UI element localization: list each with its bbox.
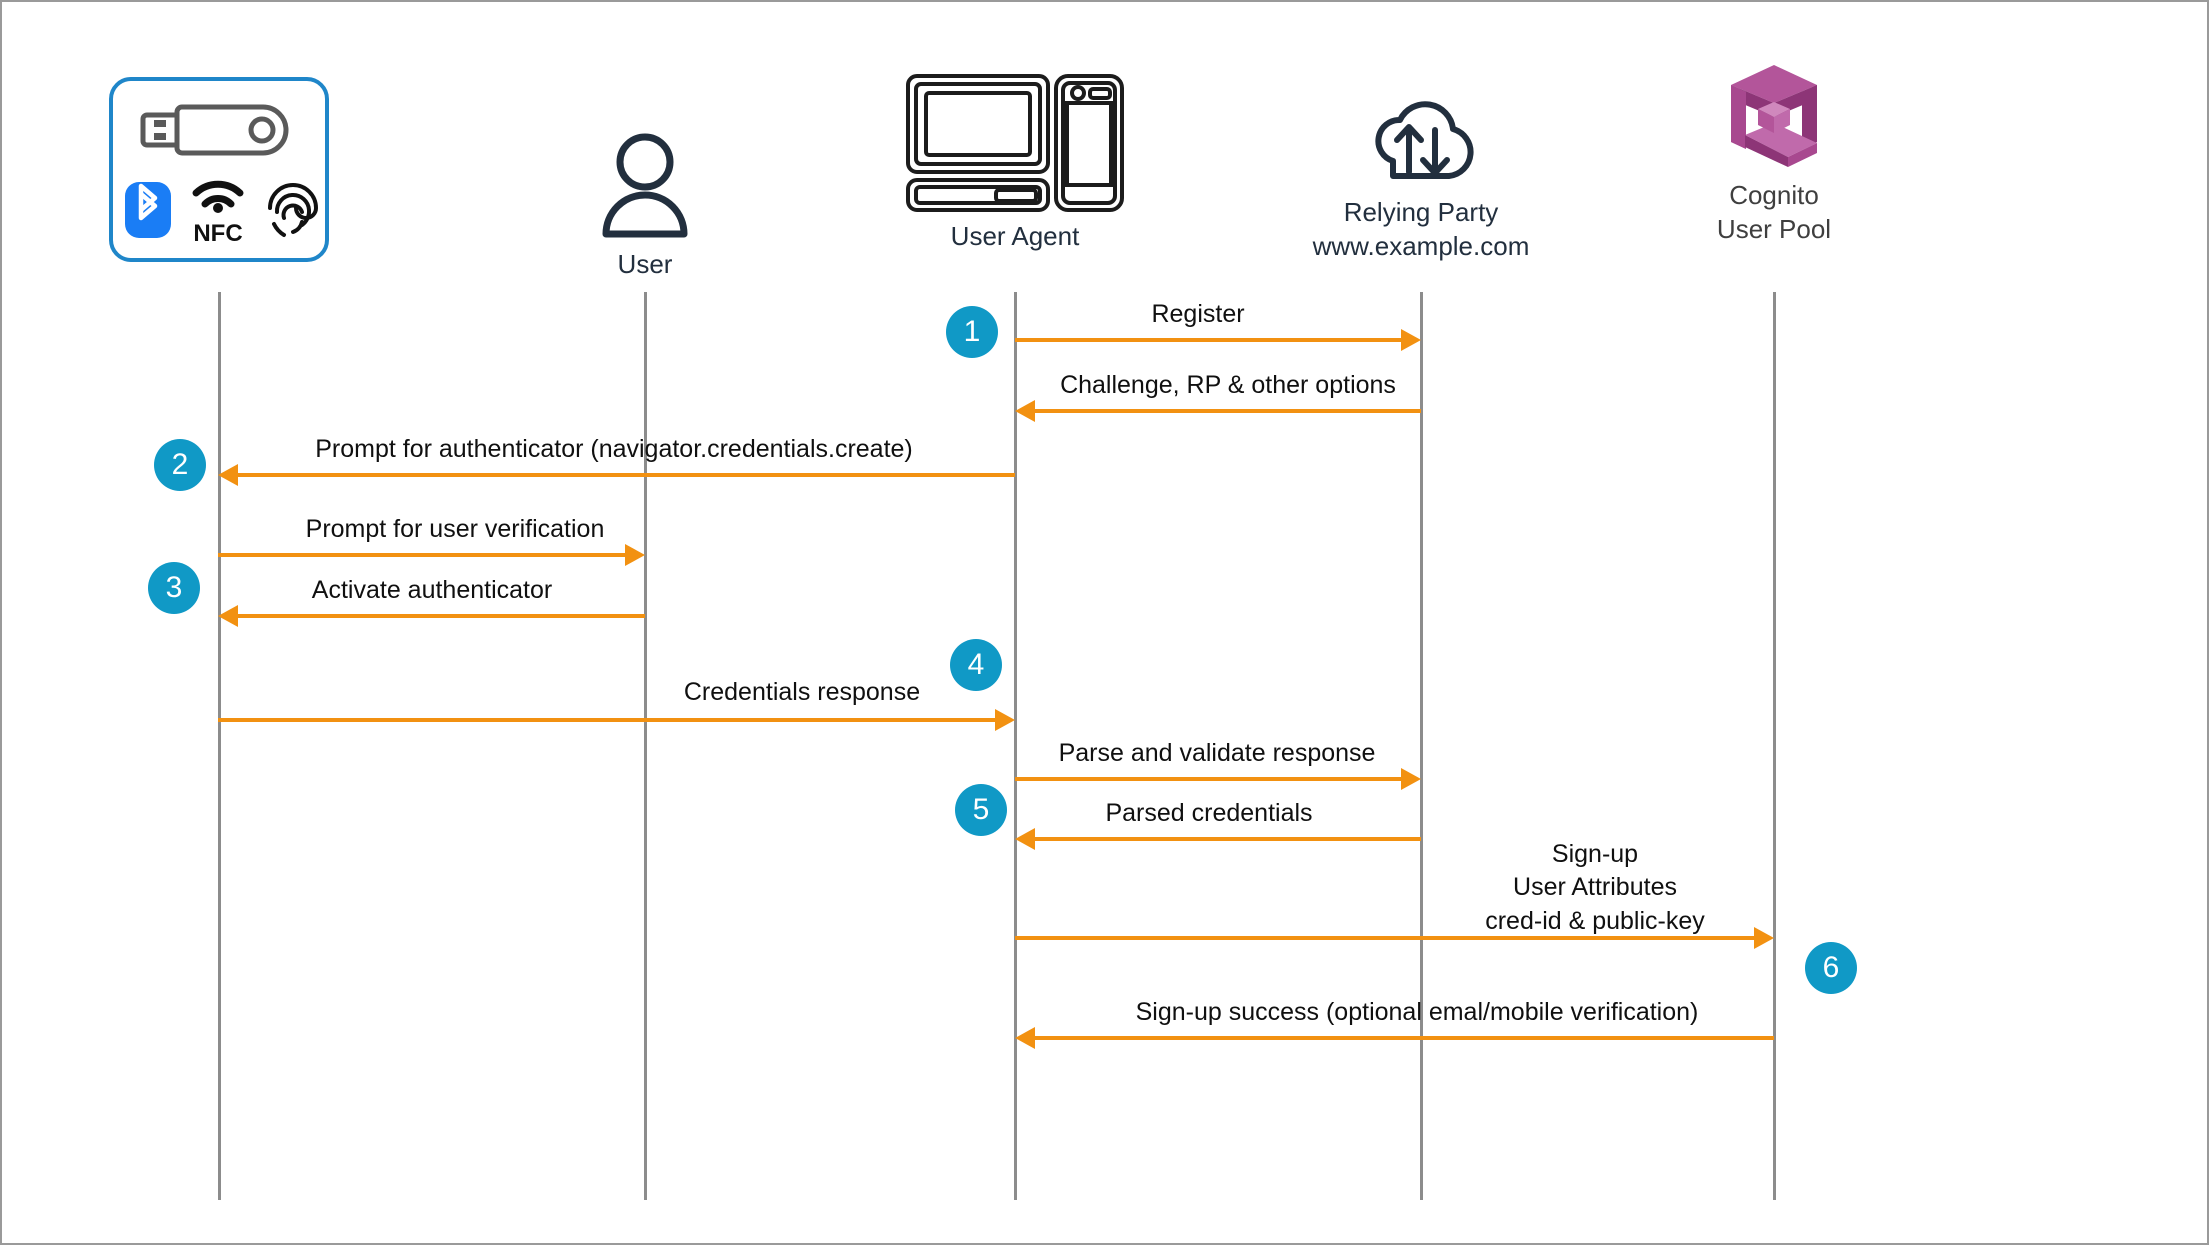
authenticator-device-card: NFC (109, 77, 329, 262)
actor-cognito-label: Cognito User Pool (1716, 180, 1832, 245)
actor-relying-party-label: Relying Party www.example.com (1312, 197, 1530, 262)
message-label-parsed-credentials: Parsed credentials (1105, 799, 1313, 827)
cloud-sync-icon (1375, 101, 1474, 179)
lifeline-user (644, 292, 647, 1200)
step-badge-1: 1 (946, 306, 998, 358)
message-label-register: Register (1151, 300, 1245, 328)
lifeline-authenticator (218, 292, 221, 1200)
message-label-signup: Sign-up User Attributes cred-id & public… (1485, 840, 1705, 935)
computer-phone-icon (906, 74, 1124, 212)
message-label-activate-authenticator: Activate authenticator (311, 576, 553, 604)
actor-user-agent: User Agent (855, 72, 1175, 253)
bluetooth-icon (125, 182, 171, 238)
fingerprint-icon (268, 183, 319, 237)
security-key-icon (140, 104, 289, 156)
lifeline-cognito (1773, 292, 1776, 1200)
message-label-credentials-response: Credentials response (683, 678, 921, 706)
actor-user-agent-label: User Agent (950, 221, 1080, 251)
svg-text:NFC: NFC (193, 220, 242, 245)
step-badge-2: 2 (154, 439, 206, 491)
message-label-prompt-user-verification: Prompt for user verification (305, 515, 605, 543)
message-label-prompt-authenticator: Prompt for authenticator (navigator.cred… (315, 435, 913, 463)
aws-cognito-icon (1731, 65, 1817, 167)
person-icon (602, 133, 688, 238)
nfc-icon: NFC (192, 180, 244, 245)
lifeline-relying-party (1420, 292, 1423, 1200)
actor-cognito: Cognito User Pool (1614, 57, 1934, 247)
message-label-challenge: Challenge, RP & other options (1060, 371, 1396, 399)
lifeline-user-agent (1014, 292, 1017, 1200)
message-label-signup-success: Sign-up success (optional emal/mobile ve… (1135, 998, 1699, 1026)
step-badge-6: 6 (1805, 942, 1857, 994)
actor-relying-party: Relying Party www.example.com (1241, 80, 1601, 264)
step-badge-4: 4 (950, 639, 1002, 691)
step-badge-3: 3 (148, 562, 200, 614)
step-badge-5: 5 (955, 784, 1007, 836)
actor-user-label: User (617, 249, 673, 279)
actor-user: User (515, 130, 775, 281)
message-label-parse-validate: Parse and validate response (1058, 739, 1376, 767)
